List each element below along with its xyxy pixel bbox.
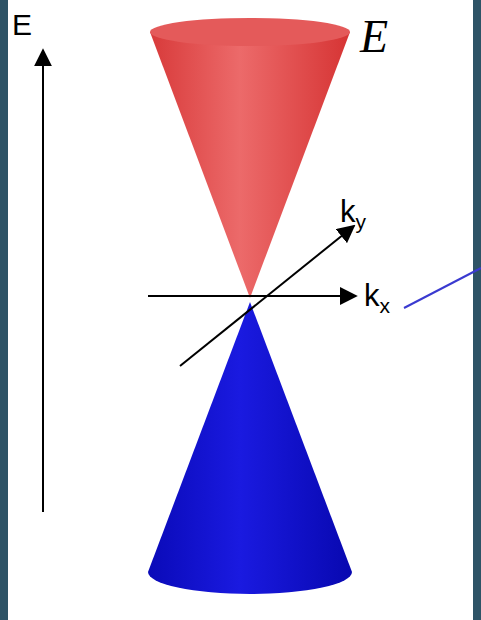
right-border-strip xyxy=(473,0,481,620)
conduction-cone xyxy=(150,18,350,298)
kx-axis xyxy=(148,295,356,297)
valence-cone xyxy=(148,302,352,594)
axis-label: kx xyxy=(364,280,390,316)
ky-axis xyxy=(180,226,354,366)
axis-label: ky xyxy=(340,196,366,232)
equation-fragment: E xyxy=(360,14,388,60)
left-border-strip xyxy=(0,0,8,620)
energy-axis xyxy=(42,50,44,512)
leader-line xyxy=(404,268,481,308)
axis-label: E xyxy=(12,10,32,40)
